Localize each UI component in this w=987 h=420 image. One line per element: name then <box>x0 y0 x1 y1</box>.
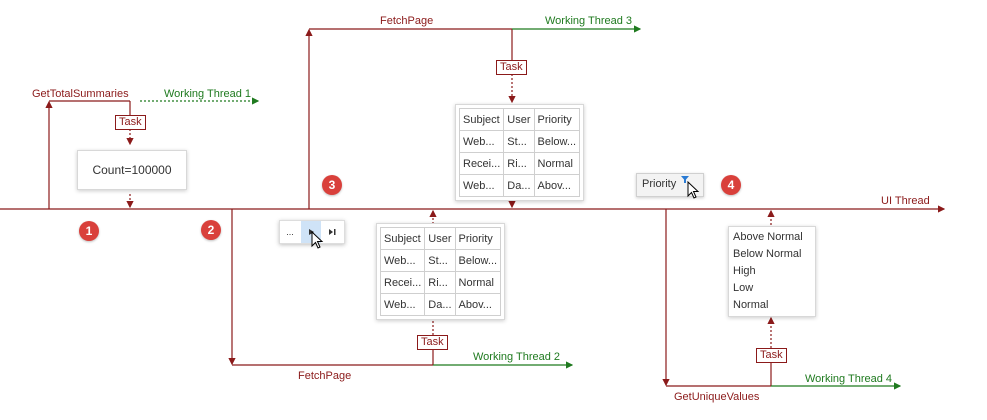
table-row[interactable]: Web... Da... Abov... <box>458 174 581 197</box>
mouse-cursor-icon <box>311 231 324 249</box>
table-cell: Ri... <box>424 271 456 294</box>
column-header-user[interactable]: User <box>424 227 456 250</box>
table-cell: Abov... <box>454 293 502 316</box>
grid-preview-top: Subject User Priority Web... St... Below… <box>455 104 585 201</box>
label-working-thread-3: Working Thread 3 <box>545 15 633 27</box>
unique-values-list: Above Normal Below Normal High Low Norma… <box>728 226 816 317</box>
label-get-total-summaries: GetTotalSummaries <box>32 88 129 100</box>
table-cell: Web... <box>458 130 505 153</box>
list-item[interactable]: Below Normal <box>733 248 802 260</box>
grid-header-row: Subject User Priority <box>458 108 581 131</box>
step-badge-4: 4 <box>721 175 741 195</box>
filter-icon[interactable] <box>681 176 689 184</box>
table-cell: Ri... <box>503 152 535 175</box>
list-item[interactable]: Above Normal <box>733 231 803 243</box>
total-count-panel: Count=100000 <box>77 150 187 190</box>
table-cell: Recei... <box>458 152 505 175</box>
table-row[interactable]: Web... Da... Abov... <box>379 293 502 316</box>
task-box-3: Task <box>496 60 527 75</box>
table-cell: Web... <box>458 174 505 197</box>
table-row[interactable]: Recei... Ri... Normal <box>379 271 502 294</box>
list-item[interactable]: High <box>733 265 756 277</box>
table-cell: Da... <box>503 174 535 197</box>
column-header-user[interactable]: User <box>503 108 535 131</box>
table-cell: Abov... <box>533 174 581 197</box>
table-cell: St... <box>503 130 535 153</box>
column-header-priority[interactable]: Priority <box>454 227 502 250</box>
table-cell: Recei... <box>379 271 426 294</box>
label-working-thread-2: Working Thread 2 <box>473 351 561 363</box>
priority-column-header[interactable]: Priority <box>636 173 704 199</box>
table-row[interactable]: Web... St... Below... <box>458 130 581 153</box>
table-cell: Da... <box>424 293 456 316</box>
label-ui-thread: UI Thread <box>881 195 930 207</box>
label-fetch-page-top: FetchPage <box>380 15 434 27</box>
pager-ellipsis-button[interactable]: ... <box>286 227 294 237</box>
task-box-4: Task <box>756 348 787 363</box>
table-cell: Normal <box>454 271 502 294</box>
grid-header-row: Subject User Priority <box>379 227 502 250</box>
step-badge-3: 3 <box>322 175 342 195</box>
column-header-subject[interactable]: Subject <box>458 108 505 131</box>
table-cell: Web... <box>379 293 426 316</box>
total-count-text: Count=100000 <box>92 163 172 177</box>
last-page-button[interactable] <box>322 221 342 243</box>
step-badge-1: 1 <box>79 221 99 241</box>
last-page-icon <box>329 229 336 235</box>
table-cell: St... <box>424 249 456 272</box>
task-box-1: Task <box>115 115 146 130</box>
list-item[interactable]: Normal <box>733 299 769 311</box>
task-box-2: Task <box>417 335 448 350</box>
grid-preview-bottom: Subject User Priority Web... St... Below… <box>376 223 506 320</box>
label-fetch-page-bottom: FetchPage <box>298 370 352 382</box>
table-row[interactable]: Recei... Ri... Normal <box>458 152 581 175</box>
table-row[interactable]: Web... St... Below... <box>379 249 502 272</box>
step-badge-2: 2 <box>201 220 221 240</box>
priority-header-label: Priority <box>642 178 677 190</box>
pager-control: ... <box>279 220 345 249</box>
table-cell: Normal <box>533 152 581 175</box>
list-item[interactable]: Low <box>733 282 754 294</box>
column-header-subject[interactable]: Subject <box>379 227 426 250</box>
mouse-cursor-icon <box>687 181 700 199</box>
table-cell: Below... <box>454 249 502 272</box>
table-cell: Web... <box>379 249 426 272</box>
label-get-unique-values: GetUniqueValues <box>674 391 760 403</box>
column-header-priority[interactable]: Priority <box>533 108 581 131</box>
label-working-thread-4: Working Thread 4 <box>805 373 893 385</box>
table-cell: Below... <box>533 130 581 153</box>
label-working-thread-1: Working Thread 1 <box>164 88 252 100</box>
